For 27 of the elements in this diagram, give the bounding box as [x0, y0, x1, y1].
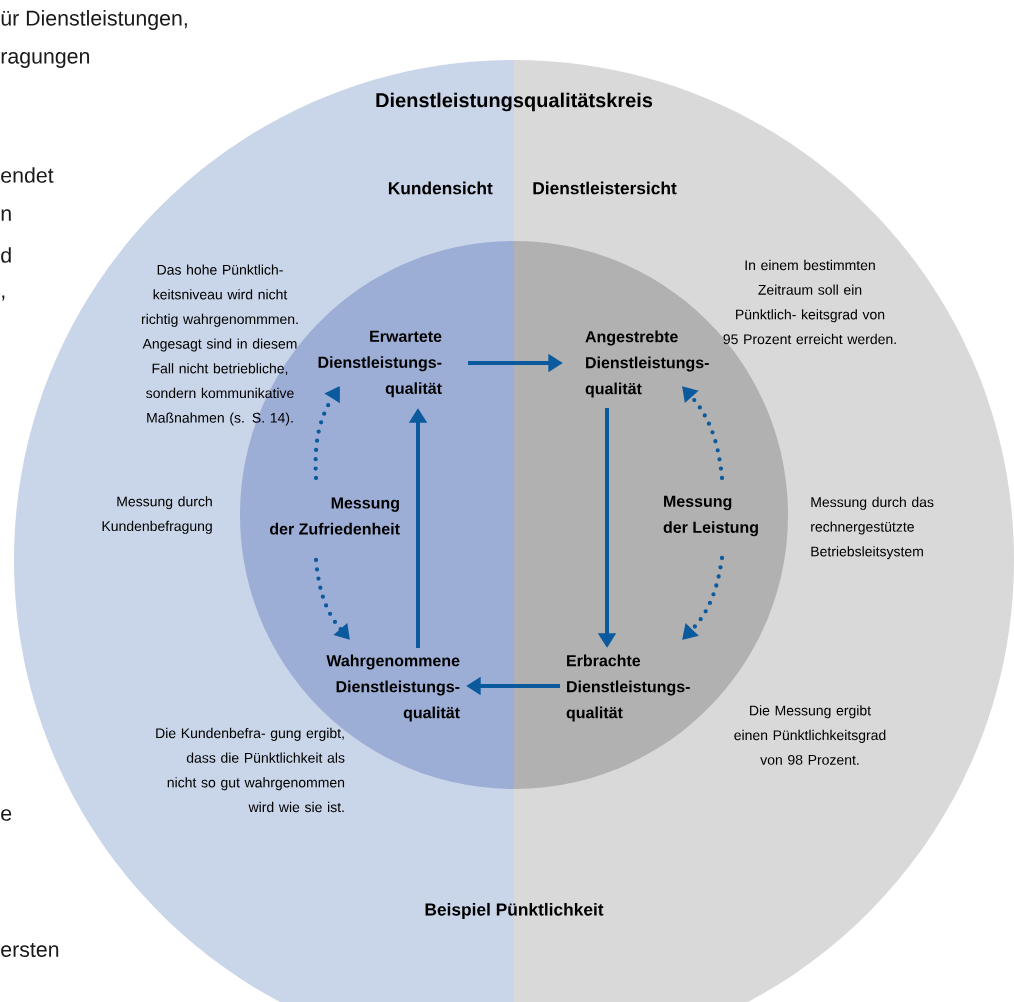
- text-fragment: ,: [2, 295, 5, 301]
- section-heading: Kundensicht: [388, 181, 493, 195]
- dotted-arrow: [313, 557, 350, 640]
- annotation-text: Die Messung ergibt einen Pünktlichkeitsgrad von 98 Prozent.: [734, 705, 886, 765]
- quality-label: Erwartete Dienstleistungs- qualität: [318, 330, 442, 398]
- annotation-text: Messung durch Kundenbefragung: [102, 496, 212, 534]
- quality-label: Wahrgenommene Dienstleistungs- qualität: [326, 654, 460, 722]
- section-heading: Beispiel Pünktlichkeit: [425, 902, 604, 920]
- text-fragment: ür Dienstleistungen,: [1, 10, 187, 30]
- annotation-text: Die Kundenbefra- gung ergibt, dass die Pünktlichkeit als nicht so gut wahrgenommen wird wie sie ist.: [156, 727, 345, 813]
- annotation-text: Das hohe Pünktlich- keitsniveau wird nicht richtig wahrgenommmen. Angesagt sind in diesem Fall nicht betriebliche, sondern kommunikative Maßnahmen (s. S. 14).: [141, 264, 298, 426]
- text-fragment: e: [1, 809, 12, 821]
- text-fragment: n: [1, 209, 11, 221]
- measurement-label: Messung der Leistung: [663, 495, 758, 537]
- annotation-text: Messung durch das rechnergestützte Betriebsleitsystem: [811, 496, 934, 560]
- text-fragment: d: [1, 247, 11, 263]
- dotted-arrow: [682, 386, 725, 481]
- text-fragment: endet: [1, 167, 54, 183]
- annotation-text: In einem bestimmten Zeitraum soll ein Pünktlich- keitsgrad von 95 Prozent erreicht werden.: [723, 259, 896, 345]
- section-heading: Dienstleistersicht: [533, 181, 677, 195]
- text-fragment: ersten: [1, 943, 59, 957]
- text-fragment: ragungen: [1, 52, 89, 68]
- diagram-title: Dienstleistungsqualitätskreis: [376, 92, 653, 112]
- quality-label: Erbrachte Dienstleistungs- qualität: [566, 654, 690, 722]
- quality-label: Angestrebte Dienstleistungs- qualität: [585, 330, 709, 398]
- measurement-label: Messung der Zufriedenheit: [269, 497, 400, 535]
- dotted-arrow: [682, 555, 725, 640]
